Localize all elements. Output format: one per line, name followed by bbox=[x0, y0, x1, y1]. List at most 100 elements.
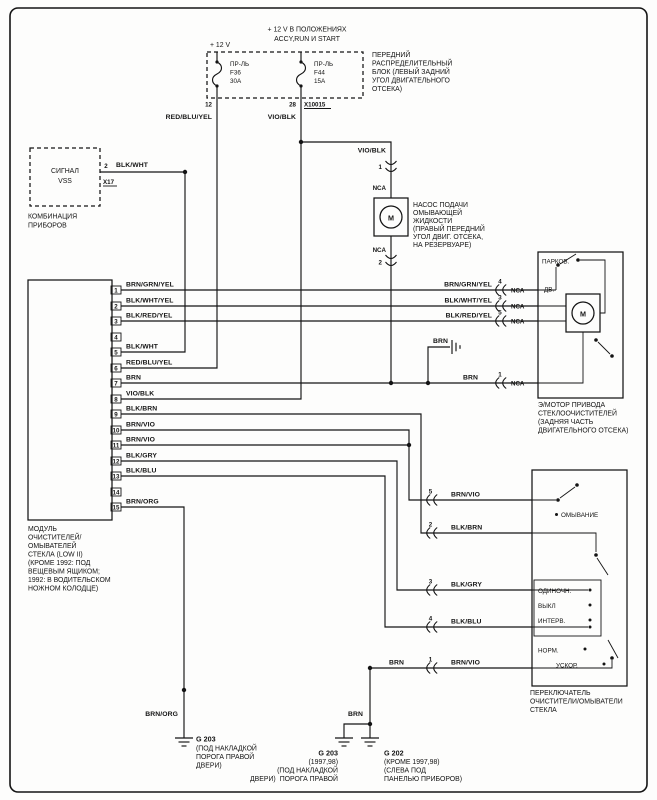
pin-2-label: 2 bbox=[104, 163, 108, 170]
connector-arc bbox=[385, 167, 397, 173]
rear-motor-section: ПАРКОВ. ДВ. М Э/МОТОР ПРИВОДА СТЕКЛООЧИС… bbox=[537, 251, 628, 435]
switch-connector-row2: 2 BLK/BRN bbox=[426, 522, 482, 539]
cluster-caption-2: ПРИБОРОВ bbox=[28, 223, 67, 230]
switch-pin-number: 5 bbox=[429, 489, 433, 496]
module-pin-number: 14 bbox=[113, 490, 120, 497]
caption-line: НА РЕЗЕРВУАРЕ) bbox=[413, 242, 471, 249]
module-pin-number: 1 bbox=[114, 288, 118, 295]
wire-blk-brn bbox=[121, 413, 532, 534]
washer-pump-section: VIO/BLK 1 NCA М NCA 2 НАСОС ПОДАЧИ ОМЫВА… bbox=[358, 148, 485, 383]
contact-dot bbox=[583, 647, 587, 651]
module-pin-wire-label: BRN/VIO bbox=[126, 422, 155, 429]
vss-signal-label: СИГНАЛ bbox=[51, 168, 79, 175]
interval-label: ИНТЕРВ. bbox=[538, 618, 566, 625]
caption-line: ОТСЕКА) bbox=[372, 86, 402, 93]
switch-pin-number: 4 bbox=[429, 616, 433, 623]
switch-connector-row3: 3 BLK/GRY bbox=[426, 579, 482, 596]
motor-connector-row2: BLK/WHT/YEL 3 NCA bbox=[444, 295, 525, 312]
wire-label-brn: BRN bbox=[348, 711, 363, 718]
caption-line: УГОЛ ДВИГАТЕЛЬНОГО bbox=[372, 78, 451, 85]
module-pin-wire-label: VIO/BLK bbox=[126, 391, 154, 398]
module-pin-wire-label: BLK/WHT bbox=[126, 344, 159, 351]
park-switch-icon bbox=[555, 253, 606, 314]
connector-x10015-label: X10015 bbox=[304, 102, 326, 109]
wire-label-brn: BRN bbox=[389, 660, 404, 667]
contact-dot bbox=[588, 603, 592, 607]
switch-connector-row5: 5 BRN/VIO bbox=[426, 489, 480, 506]
connector-x17-label: X17 bbox=[103, 179, 115, 186]
rear-motor-box bbox=[537, 251, 624, 399]
label-plus12v: + 12 V bbox=[210, 42, 231, 49]
fuse1-amps-label: 30A bbox=[230, 78, 242, 85]
caption-line: БЛОК (ЛЕВЫЙ ЗАДНИЙ bbox=[372, 67, 450, 76]
caption-line: (ПОД НАКЛАДКОЙ bbox=[196, 744, 257, 753]
connector-arc bbox=[433, 662, 438, 674]
wire-label: BLK/RED/YEL bbox=[446, 313, 492, 320]
washer-switch-icon bbox=[532, 483, 579, 502]
connector-arc bbox=[426, 662, 431, 674]
fuse-icon bbox=[211, 61, 223, 87]
wire-red-blu-yel bbox=[121, 98, 218, 369]
caption-line: ОМЫВАЮЩЕЙ bbox=[413, 208, 462, 217]
connector-arc bbox=[433, 494, 438, 506]
wire-label: BLK/BLU bbox=[451, 619, 482, 626]
nca-label: NCA bbox=[373, 247, 387, 254]
module-pin-wire-label: BRN/ORG bbox=[126, 499, 159, 506]
nca-label: NCA bbox=[373, 185, 387, 192]
fuse2-amps-label: 15A bbox=[314, 78, 326, 85]
caption-line: (1997,98) bbox=[309, 759, 339, 766]
wire-brn-vio bbox=[121, 429, 532, 501]
label-ignition-positions-2: ACCY,RUN И START bbox=[274, 36, 341, 43]
module-pin-number: 5 bbox=[114, 350, 118, 357]
wire-label-brn: BRN bbox=[463, 375, 478, 382]
contact-dot bbox=[588, 588, 592, 592]
norm-label: НОРМ. bbox=[538, 648, 559, 655]
switch-caption: ПЕРЕКЛЮЧАТЕЛЬ ОЧИСТИТЕЛИ/ОМЫВАТЕЛИ СТЕКЛ… bbox=[530, 690, 623, 714]
module-pin-wire-label: RED/BLU/YEL bbox=[126, 360, 172, 367]
pump-pin-2-label: 2 bbox=[379, 260, 383, 267]
connector-arc bbox=[433, 527, 438, 539]
speed-switch-icon bbox=[532, 639, 619, 669]
caption-line: Э/МОТОР ПРИВОДА bbox=[538, 402, 605, 409]
module-pin-number: 11 bbox=[113, 443, 120, 450]
pin-12-label: 12 bbox=[205, 102, 212, 109]
park-label: ПАРКОВ. bbox=[542, 259, 570, 266]
fuse-f44: ПР-ЛЬ F44 15A bbox=[295, 52, 333, 98]
caption-line: НОЖНОМ КОЛОДЦЕ) bbox=[28, 586, 98, 593]
ground-icon bbox=[335, 737, 353, 747]
module-pin-wire-label: BRN/VIO bbox=[126, 437, 155, 444]
motor-letter: М bbox=[580, 310, 586, 319]
ground-name: G 202 bbox=[384, 749, 404, 758]
wire-label-vio-blk: VIO/BLK bbox=[268, 114, 296, 121]
caption-line: ПЕРЕКЛЮЧАТЕЛЬ bbox=[530, 690, 591, 697]
pin-28-label: 28 bbox=[289, 102, 296, 109]
motor-pin-number: 5 bbox=[498, 310, 502, 317]
module-pin-number: 13 bbox=[113, 474, 120, 481]
contact-dot bbox=[588, 618, 592, 622]
nca-label: NCA bbox=[511, 303, 525, 310]
single-label: ОДИНОЧН. bbox=[538, 588, 572, 595]
vss-label: VSS bbox=[58, 178, 72, 185]
module-pin-number: 12 bbox=[113, 459, 120, 466]
wire-label-blk-wht: BLK/WHT bbox=[116, 162, 149, 169]
wire-label: BRN/GRN/YEL bbox=[444, 282, 492, 289]
module-pin-number: 15 bbox=[113, 505, 120, 512]
ground-left-section: BRN/ORG G 203 (ПОД НАКЛАДКОЙ ПОРОГА ПРАВ… bbox=[121, 506, 257, 770]
connector-arc bbox=[426, 527, 431, 539]
junction-dot bbox=[181, 687, 187, 693]
nca-label: NCA bbox=[511, 318, 525, 325]
connector-arc bbox=[495, 300, 500, 312]
junction-dot bbox=[406, 442, 412, 448]
switch-pin-number: 2 bbox=[429, 522, 433, 529]
connector-arc bbox=[433, 621, 438, 633]
switch-connector-row4: 4 BLK/BLU bbox=[426, 616, 482, 633]
caption-line: ДВИГАТЕЛЬНОГО ОТСЕКА) bbox=[538, 428, 628, 435]
caption-line: ОМЫВАТЕЛЕЙ bbox=[28, 541, 77, 550]
pump-pin-1-label: 1 bbox=[379, 164, 383, 171]
caption-line: (ПРАВЫЙ ПЕРЕДНИЙ bbox=[413, 224, 485, 233]
connector-arc bbox=[495, 315, 500, 327]
connector-arc bbox=[502, 315, 507, 327]
